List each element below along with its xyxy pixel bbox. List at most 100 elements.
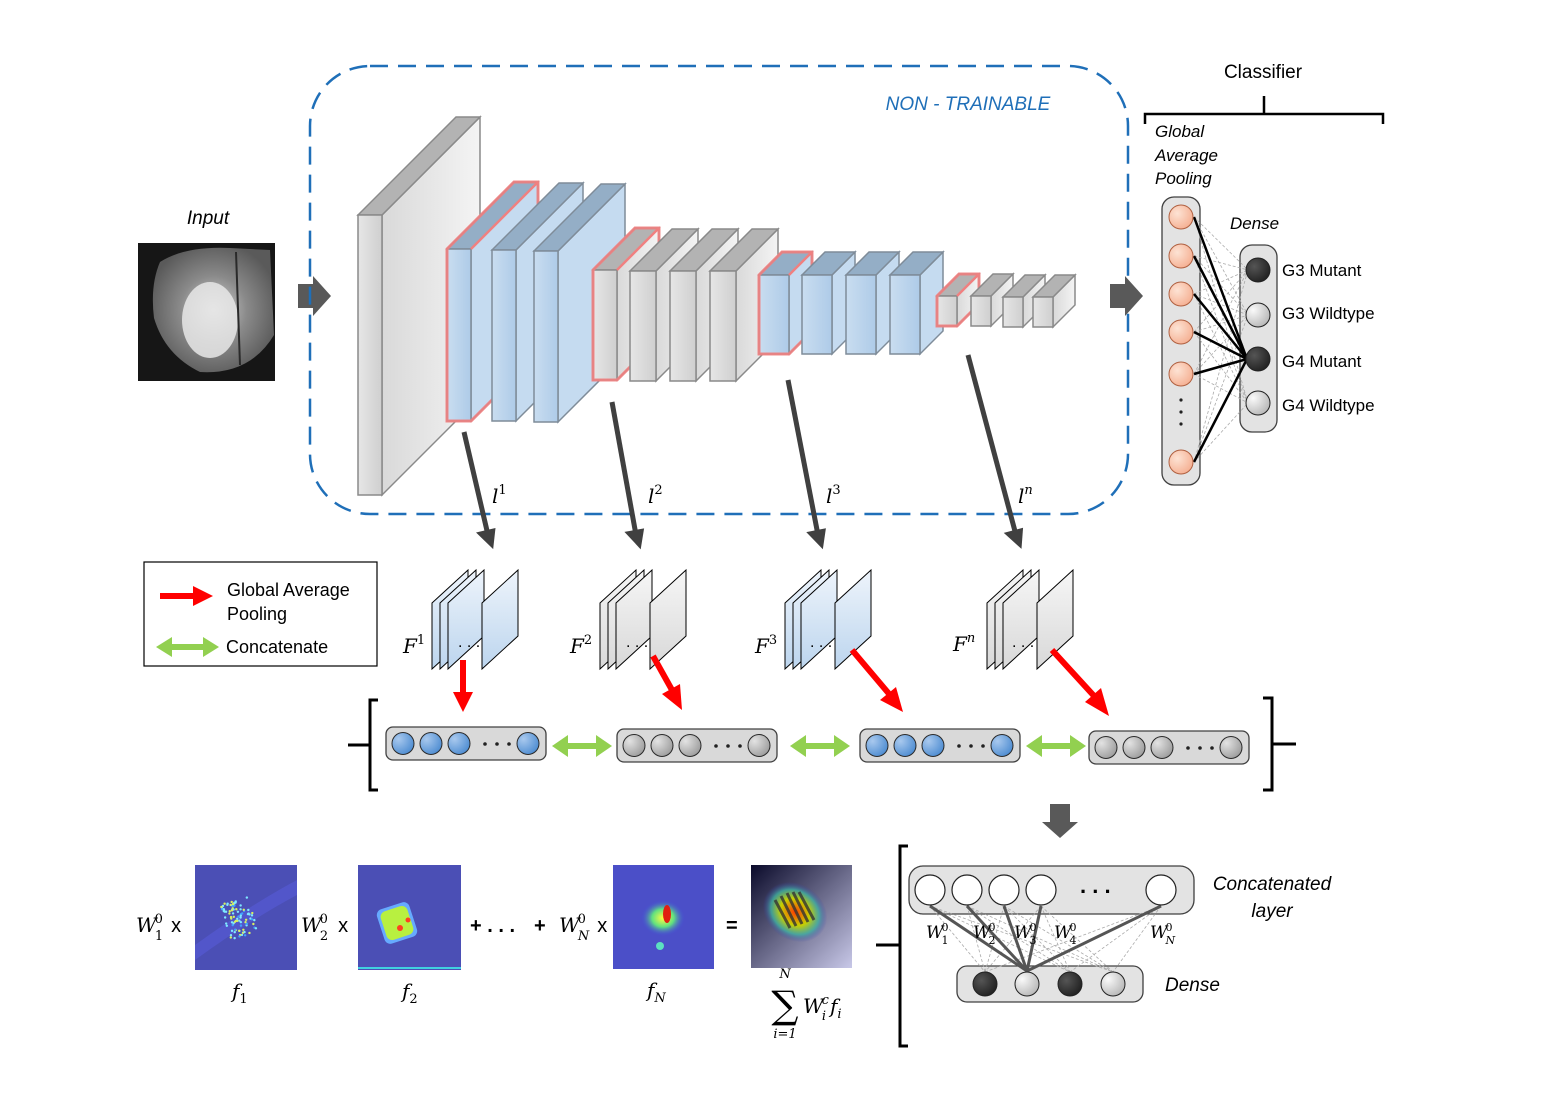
layer-tap-arrows: [461, 354, 1024, 550]
output-label: G4 Mutant: [1282, 352, 1362, 371]
concat-neuron: [914, 874, 946, 906]
legend-gap-label-1: Global Average: [227, 580, 350, 600]
pooled-neuron: [1219, 736, 1243, 759]
output-label: G3 Mutant: [1282, 261, 1362, 280]
cnn-layer: [1001, 273, 1047, 329]
pooled-neuron: [447, 732, 471, 755]
concat-neuron: [951, 874, 983, 906]
output-label: G4 Wildtype: [1282, 396, 1375, 415]
output-neuron: [1245, 257, 1271, 283]
pooled-neuron: [865, 734, 889, 757]
feature-dots-2: . . .: [626, 634, 648, 651]
legend-concat-arrow: [156, 637, 219, 657]
pooled-vector: [616, 728, 778, 763]
pooled-neuron: [921, 734, 945, 757]
flow-arrow-input: [298, 276, 331, 316]
f-label-1: f1: [230, 979, 248, 1007]
feature-label-3: F3: [754, 633, 777, 658]
output-neuron: [1245, 390, 1271, 416]
concat-dense-neuron: [972, 971, 998, 997]
heatmap-fN: [613, 865, 714, 969]
svg-text:Global: Global: [1155, 122, 1205, 141]
feature-label-1: F1: [402, 633, 425, 658]
svg-text:W0N: W0N: [1150, 921, 1175, 947]
output-label: G3 Wildtype: [1282, 304, 1375, 323]
feature-labels: F1 F2 F3 Fn . . . . . . . . . . . .: [402, 631, 1034, 658]
pooled-neuron: [391, 732, 415, 755]
concat-neuron: [1025, 874, 1057, 906]
feature-map-stack: [986, 568, 1074, 671]
classifier-outputs: G3 Mutant G3 Wildtype G4 Mutant G4 Wildt…: [1282, 261, 1375, 415]
pooled-neuron: [747, 734, 771, 757]
legend-gap-label-2: Pooling: [227, 604, 287, 624]
output-neuron: [1245, 346, 1271, 372]
non-trainable-label: NON - TRAINABLE: [886, 94, 1051, 115]
cnn-backbone: [356, 115, 1077, 497]
svg-text:W03: W03: [1014, 921, 1036, 947]
feature-label-n: Fn: [952, 631, 975, 656]
pooled-neuron: [516, 732, 540, 755]
plus-dots: + . . .: [470, 915, 515, 937]
equals-sign: =: [726, 915, 738, 937]
gap-neuron: [1168, 361, 1194, 387]
gap-neuron: [1168, 319, 1194, 345]
classifier-dense-label: Dense: [1230, 214, 1279, 233]
layer-label-1: l1: [492, 483, 507, 508]
feature-label-2: F2: [569, 633, 592, 658]
svg-text:W02: W02: [973, 921, 995, 947]
concat-neuron: [988, 874, 1020, 906]
pooled-neuron: [650, 734, 674, 757]
pooled-neuron: [678, 734, 702, 757]
concat-neuron: [1145, 874, 1177, 906]
feature-map-stack: [599, 568, 687, 671]
svg-text:∑: ∑: [771, 983, 798, 1027]
svg-text:W04: W04: [1054, 921, 1076, 947]
cnn-layer: [888, 250, 945, 356]
pooled-vectors-bracket: [348, 696, 1296, 792]
concat-arrows: [552, 735, 1086, 757]
svg-text:Average: Average: [1154, 146, 1218, 165]
concat-bracket: [876, 844, 908, 1048]
svg-text:N: N: [778, 967, 791, 982]
feature-dots-3: . . .: [810, 634, 832, 651]
gap-arrows: [453, 647, 1109, 716]
svg-text:i=1: i=1: [773, 1027, 796, 1042]
legend-concat-label: Concatenate: [226, 637, 328, 657]
classifier-label: Classifier: [1224, 62, 1303, 83]
gap-label: Global Average Pooling: [1154, 122, 1218, 188]
concat-dense-neuron: [1100, 971, 1126, 997]
feature-dots-n: . . .: [1012, 634, 1034, 651]
layer-label-n: ln: [1018, 483, 1033, 508]
flow-arrow-classifier: [1110, 276, 1143, 316]
pooled-vector: [859, 728, 1021, 763]
concat-labels: Concatenated layer Dense . . .: [1080, 873, 1333, 996]
pooled-vector: [385, 726, 547, 761]
heatmap-f2: [358, 865, 461, 970]
gap-neuron: [1168, 243, 1194, 269]
pooled-neuron: [622, 734, 646, 757]
output-neuron: [1245, 302, 1271, 328]
pooled-neuron: [1122, 736, 1146, 759]
classifier-bracket: [1143, 96, 1385, 124]
plus-sign: +: [534, 915, 546, 937]
cam-overlay: [751, 865, 852, 968]
cnn-layer: [1031, 273, 1077, 329]
pooled-neuron: [990, 734, 1014, 757]
feature-map-stacks: [431, 568, 1074, 671]
input-image: [138, 243, 275, 381]
svg-text:Pooling: Pooling: [1155, 169, 1212, 188]
feature-dots-1: . . .: [458, 634, 480, 651]
feature-map-stack: [784, 568, 872, 671]
pooled-vector: [1088, 730, 1250, 765]
pooled-neuron: [1094, 736, 1118, 759]
layer-labels: l1 l2 l3 ln: [492, 483, 1033, 508]
pooled-neuron: [1150, 736, 1174, 759]
f-label-n: fN: [645, 978, 666, 1006]
pooled-neuron: [893, 734, 917, 757]
f-label-2: f2: [400, 979, 418, 1007]
classifier-network: [1161, 196, 1278, 486]
